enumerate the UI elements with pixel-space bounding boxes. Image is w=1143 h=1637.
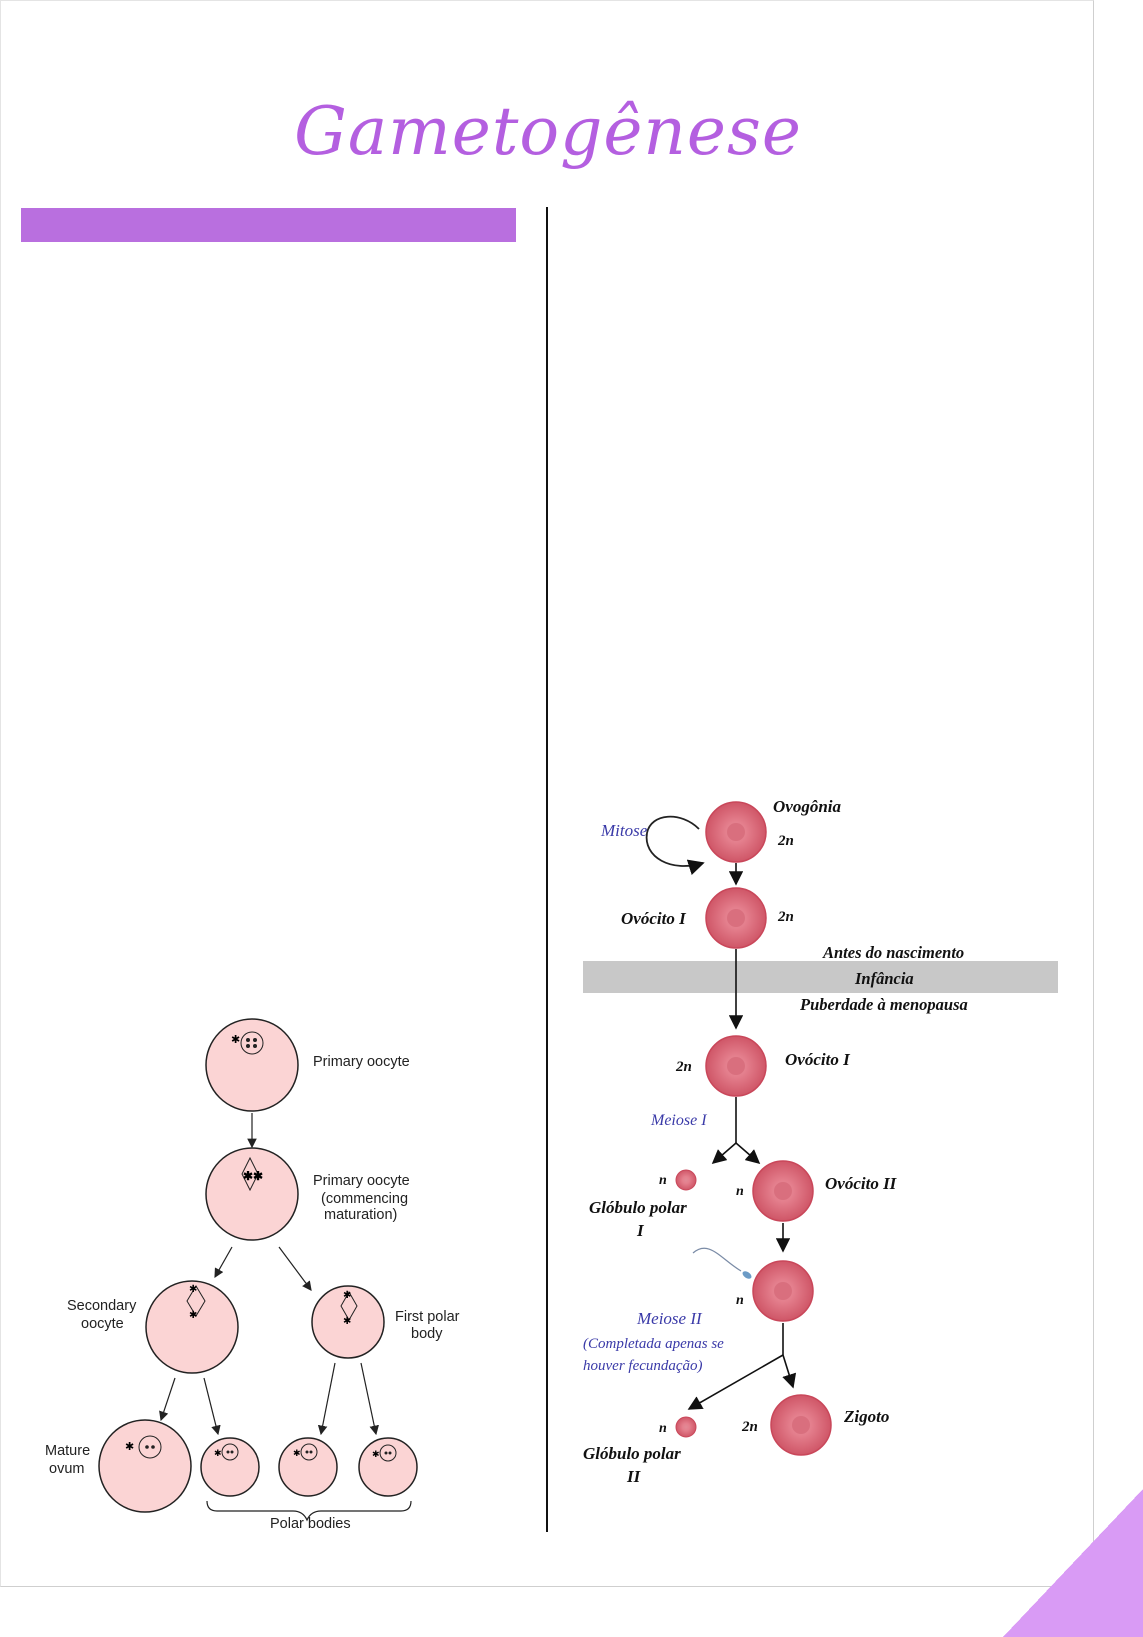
- svg-text:✱: ✱: [189, 1284, 197, 1295]
- label-globulo-1-ploidy: n: [659, 1173, 667, 1188]
- section-header-bar: [21, 208, 516, 242]
- page-title: Gametogênese: [294, 93, 802, 170]
- svg-text:✱: ✱: [293, 1448, 301, 1458]
- label-meiose-2-note-2: houver fecundação): [583, 1358, 703, 1374]
- label-meiose-2-note-1: (Completada apenas se: [583, 1336, 724, 1352]
- globulo-polar-1-cell: [675, 1169, 697, 1191]
- svg-text:✱: ✱: [343, 1290, 351, 1301]
- label-ovogonia-ploidy: 2n: [777, 833, 794, 849]
- sperm-icon: [692, 1247, 742, 1272]
- label-secondary-oocyte-2: oocyte: [81, 1316, 124, 1332]
- oogenesis-diagram-english: ✱ Primary oocyte ✱✱ Primary oocyte (comm…: [45, 1018, 460, 1532]
- polar-body-3-cell: ✱: [358, 1437, 418, 1497]
- label-mitose: Mitose: [600, 821, 648, 840]
- label-meiose-2: Meiose II: [636, 1309, 703, 1328]
- mitosis-loop-arrow: [645, 815, 705, 876]
- svg-text:✱: ✱: [372, 1449, 380, 1459]
- polar-body-1-cell: ✱: [200, 1437, 260, 1497]
- label-ovocito-2: Ovócito II: [825, 1174, 898, 1193]
- label-first-polar-1: First polar: [395, 1309, 460, 1325]
- svg-text:✱: ✱: [214, 1448, 222, 1458]
- label-globulo-1-line2: I: [636, 1221, 645, 1240]
- svg-text:✱✱: ✱✱: [243, 1169, 263, 1183]
- label-fertilized-ploidy: n: [736, 1293, 744, 1308]
- label-zigoto: Zigoto: [843, 1407, 889, 1426]
- timeline-band: [583, 961, 1058, 993]
- label-ovocito-1-bottom: Ovócito I: [785, 1050, 851, 1069]
- label-globulo-2-line1: Glóbulo polar: [583, 1444, 681, 1463]
- label-polar-bodies: Polar bodies: [270, 1516, 351, 1532]
- column-divider: [546, 207, 548, 1532]
- globulo-polar-2-cell: [675, 1416, 697, 1438]
- ovocito-1-top-cell: [705, 887, 767, 949]
- label-zigoto-ploidy: 2n: [741, 1419, 758, 1435]
- oogenesis-diagram-portuguese: Mitose Ovogônia 2n Ovócito I 2n Antes do…: [583, 797, 1058, 1486]
- label-puberdade: Puberdade à menopausa: [799, 995, 968, 1014]
- label-ovocito-1-bottom-ploidy: 2n: [675, 1059, 692, 1075]
- ovocito-1-bottom-cell: [705, 1035, 767, 1097]
- label-first-polar-2: body: [411, 1326, 443, 1342]
- svg-text:✱: ✱: [125, 1441, 134, 1453]
- zigoto-cell: [770, 1394, 832, 1456]
- label-globulo-2-ploidy: n: [659, 1421, 667, 1436]
- svg-text:✱: ✱: [343, 1316, 351, 1327]
- label-ovocito-1-top-ploidy: 2n: [777, 909, 794, 925]
- label-ovogonia: Ovogônia: [773, 797, 842, 816]
- label-ovocito-1-top: Ovócito I: [621, 909, 687, 928]
- ovocito-2-cell: [752, 1160, 814, 1222]
- polar-bodies-brace: [206, 1500, 412, 1522]
- ovogonia-cell: [705, 801, 767, 863]
- label-secondary-oocyte-1: Secondary: [67, 1298, 137, 1314]
- primary-oocyte-maturation-cell: ✱✱: [205, 1147, 299, 1241]
- label-infancia: Infância: [854, 969, 914, 988]
- label-globulo-1-line1: Glóbulo polar: [589, 1198, 687, 1217]
- svg-text:✱: ✱: [189, 1310, 197, 1321]
- secondary-oocyte-cell: ✱✱: [145, 1280, 239, 1374]
- fertilized-oocyte-cell: [752, 1260, 814, 1322]
- label-primary-oocyte-maturation-3: maturation): [324, 1207, 397, 1223]
- label-globulo-2-line2: II: [626, 1467, 642, 1486]
- corner-decoration: [1003, 1489, 1143, 1637]
- label-mature-ovum-1: Mature: [45, 1443, 90, 1459]
- primary-oocyte-cell: ✱: [205, 1018, 299, 1112]
- label-primary-oocyte-maturation-2: (commencing: [321, 1191, 408, 1207]
- label-mature-ovum-2: ovum: [49, 1461, 84, 1477]
- first-polar-body-cell: ✱✱: [311, 1285, 385, 1359]
- label-ovocito-2-ploidy: n: [736, 1184, 744, 1199]
- label-primary-oocyte-maturation-1: Primary oocyte: [313, 1173, 410, 1189]
- label-primary-oocyte: Primary oocyte: [313, 1054, 410, 1070]
- mature-ovum-cell: ✱: [98, 1419, 192, 1513]
- polar-body-2-cell: ✱: [278, 1437, 338, 1497]
- label-meiose-1: Meiose I: [650, 1112, 707, 1129]
- label-antes-nascimento: Antes do nascimento: [822, 943, 964, 962]
- page: Gametogênese ✱ Primary oocyte ✱✱ Primary…: [0, 0, 1094, 1587]
- svg-text:✱: ✱: [231, 1034, 240, 1046]
